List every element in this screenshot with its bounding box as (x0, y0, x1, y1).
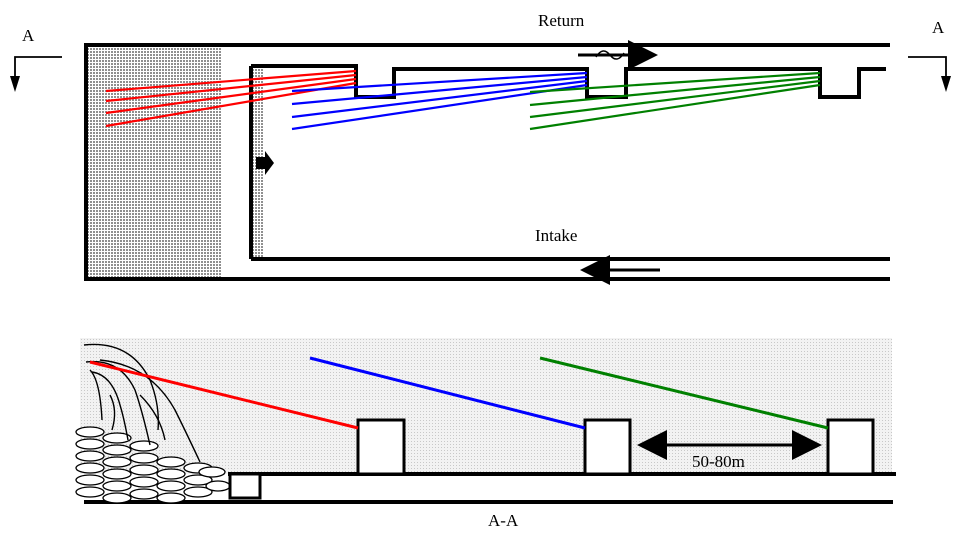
blue-boreholes (291, 71, 588, 131)
airflow-wave-icon (595, 50, 625, 60)
face-airflow-arrow-icon (256, 151, 274, 175)
return-label: Return (538, 11, 585, 30)
section-caption: A-A (488, 511, 519, 530)
strata-shading (80, 338, 892, 474)
section-marker-right-label: A (932, 18, 945, 37)
distance-label: 50-80m (692, 452, 745, 471)
green-boreholes (529, 71, 821, 131)
drill-niche-2 (583, 418, 632, 476)
section-marker-left-icon (14, 56, 62, 80)
section-marker-right-icon (908, 56, 947, 80)
goaf-area (86, 45, 222, 278)
intake-label: Intake (535, 226, 577, 245)
section-marker-left-label: A (22, 26, 35, 45)
drill-niche-1 (356, 418, 406, 476)
plan-view: Return Intake A A (10, 11, 951, 285)
red-borehole-section (89, 360, 359, 430)
caved-rubble (75, 426, 231, 504)
blue-borehole-section (309, 356, 586, 430)
rubble-end-box (228, 472, 262, 500)
roof-fractures (83, 343, 201, 463)
green-borehole-section (539, 356, 829, 430)
drill-niche-3 (826, 418, 875, 476)
section-view: 50-80m A-A (75, 338, 896, 530)
return-roadway-inner (251, 64, 886, 99)
